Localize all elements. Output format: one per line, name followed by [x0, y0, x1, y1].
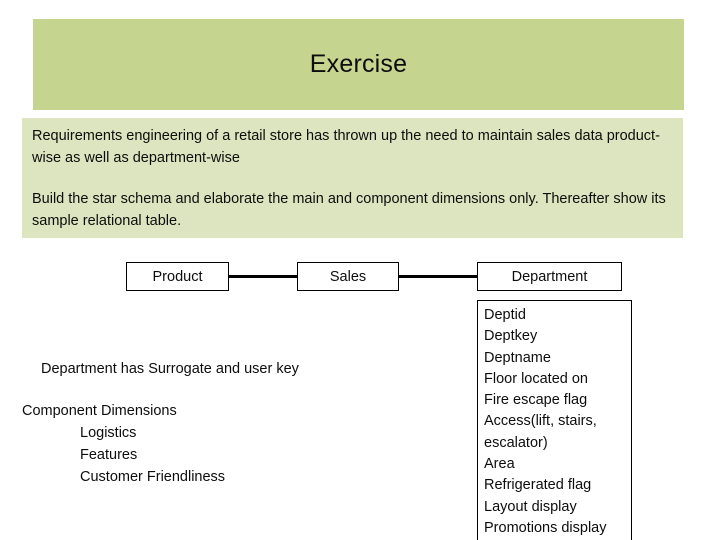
note-surrogate-key: Department has Surrogate and user key — [41, 361, 299, 377]
attribute-item: Deptname — [484, 349, 551, 366]
title-band: Exercise — [33, 19, 684, 110]
connector-product-sales — [228, 275, 298, 278]
notes-block: Department has Surrogate and user key Co… — [22, 358, 442, 488]
body-paragraph-task: Build the star schema and elaborate the … — [32, 191, 666, 229]
entity-box-product-label: Product — [152, 268, 203, 285]
page-title: Exercise — [309, 50, 408, 78]
note-component-item: Logistics — [80, 425, 137, 441]
note-component-dimensions-heading: Component Dimensions — [22, 403, 177, 419]
entity-box-product: Product — [126, 262, 229, 291]
body-content-band: Requirements engineering of a retail sto… — [22, 118, 683, 238]
body-paragraph-requirements: Requirements engineering of a retail sto… — [32, 128, 660, 166]
attribute-item: Refrigerated flag — [484, 477, 592, 494]
attribute-item: Promotions display — [484, 519, 607, 536]
attribute-item: Area — [484, 456, 515, 473]
attribute-item: Fire escape flag — [484, 392, 588, 409]
note-component-item: Customer Friendliness — [80, 469, 226, 485]
note-spacer — [22, 380, 442, 400]
department-attributes-box: Deptid Deptkey Deptname Floor located on… — [477, 300, 632, 540]
entity-box-department: Department — [477, 262, 622, 291]
attribute-item: Deptkey — [484, 328, 538, 345]
note-component-item: Features — [80, 447, 138, 463]
attribute-item: Deptid — [484, 307, 526, 323]
attribute-item: Floor located on — [484, 370, 588, 387]
attribute-item: Access(lift, stairs, — [484, 413, 597, 430]
entity-box-sales-label: Sales — [329, 268, 367, 285]
attribute-item: Layout display — [484, 498, 577, 515]
connector-sales-department — [398, 275, 478, 278]
attribute-item: escalator) — [484, 434, 548, 451]
entity-box-department-label: Department — [511, 268, 588, 285]
entity-box-sales: Sales — [297, 262, 399, 291]
